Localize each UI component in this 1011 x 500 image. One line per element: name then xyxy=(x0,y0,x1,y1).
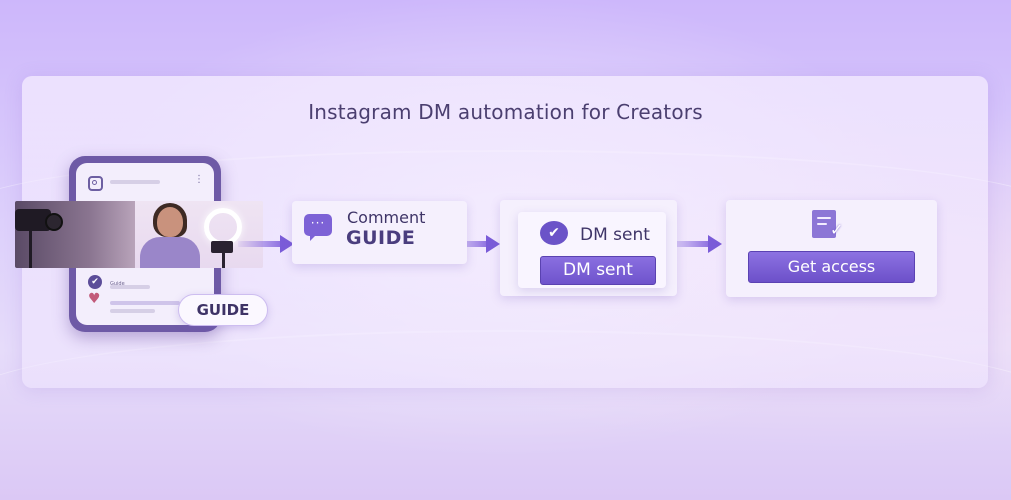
placeholder-line xyxy=(110,301,180,305)
check-icon: ✔ xyxy=(540,221,568,245)
placeholder-line xyxy=(110,285,150,289)
dm-status-label: DM sent xyxy=(580,225,650,245)
light-stand xyxy=(222,247,225,268)
creator-face xyxy=(157,207,183,237)
arrow-right-icon xyxy=(668,235,722,253)
comment-bubble: GUIDE xyxy=(178,294,268,326)
comment-caption: Guide xyxy=(110,281,125,287)
more-icon: ⋮ xyxy=(194,174,204,185)
comment-step-label: Comment xyxy=(347,208,426,227)
creator-body xyxy=(140,237,200,268)
arrow-right-icon xyxy=(452,235,500,253)
comment-icon: ··· xyxy=(304,214,332,241)
placeholder-line xyxy=(110,180,160,184)
heart-icon: ♥ xyxy=(88,291,101,307)
get-access-button[interactable]: Get access xyxy=(748,251,915,283)
document-check-icon xyxy=(812,210,836,238)
comment-keyword: GUIDE xyxy=(346,227,416,249)
document-line xyxy=(817,217,831,219)
document-line xyxy=(817,223,827,225)
instagram-icon xyxy=(88,176,103,191)
camera-lens xyxy=(45,213,63,231)
check-icon: ✓ xyxy=(830,220,844,239)
arrow-right-icon xyxy=(238,235,294,253)
tripod xyxy=(29,231,32,268)
video-thumbnail xyxy=(15,201,263,268)
placeholder-line xyxy=(110,309,155,313)
page-title: Instagram DM automation for Creators xyxy=(308,100,703,124)
check-circle-icon: ✔ xyxy=(88,275,102,289)
camera-icon xyxy=(15,209,51,231)
dm-sent-button[interactable]: DM sent xyxy=(540,256,656,285)
